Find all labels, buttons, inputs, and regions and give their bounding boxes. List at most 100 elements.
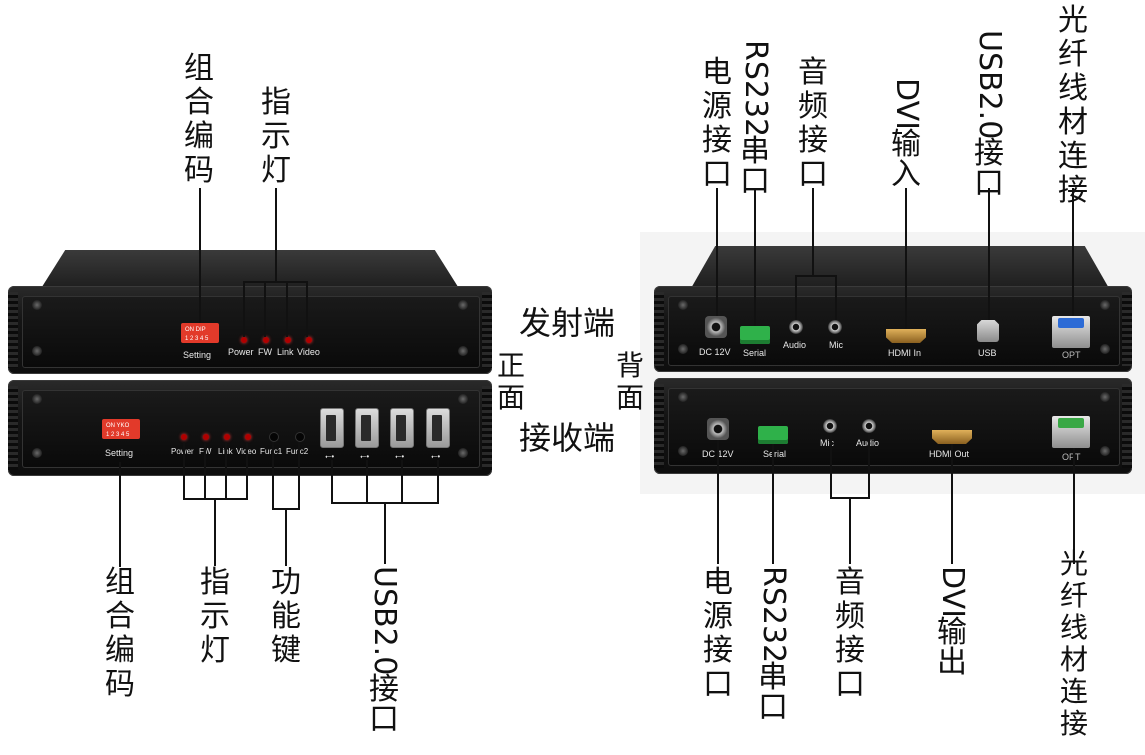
tx-led-power xyxy=(241,337,247,343)
rx-sfp-fiber-port[interactable] xyxy=(1052,416,1090,448)
tx-dc-power-jack[interactable] xyxy=(705,316,727,338)
rx-led-link xyxy=(224,434,230,440)
screw xyxy=(1100,392,1110,402)
rx-back-panel xyxy=(668,388,1120,466)
rx-front-right-fins xyxy=(482,386,492,470)
screw xyxy=(458,346,468,356)
tx-audio-label: Audio xyxy=(783,340,807,350)
callout-line xyxy=(366,460,368,504)
rx-usb-port-2[interactable] xyxy=(355,408,379,448)
callout-line xyxy=(868,433,870,499)
callout-tx-usb-latin: USB2.0 xyxy=(972,30,1007,140)
screw xyxy=(32,394,42,404)
callout-line xyxy=(286,281,288,337)
rx-func2-button[interactable] xyxy=(296,433,304,441)
usb-symbol: ⭠• xyxy=(431,452,441,461)
callout-line xyxy=(905,188,907,329)
callout-line xyxy=(243,281,307,283)
callout-line xyxy=(183,442,185,500)
tx-sfp-fiber-port[interactable] xyxy=(1052,316,1090,348)
callout-line xyxy=(264,281,266,337)
tx-back-left-fins xyxy=(654,292,664,366)
rx-back-right-fins xyxy=(1122,384,1132,468)
screw xyxy=(678,344,688,354)
tx-back-top-lid xyxy=(690,246,1110,290)
callout-line xyxy=(204,442,206,500)
callout-rx-power: 电源接口 xyxy=(703,565,733,702)
callout-tx-usb-cjk-2: 口 xyxy=(974,166,1004,202)
rx-usb-port-1[interactable] xyxy=(320,408,344,448)
tx-serial-label: Serial xyxy=(743,348,767,358)
tx-led-video xyxy=(306,337,312,343)
front-label-char-2: 面 xyxy=(496,381,525,414)
screw xyxy=(32,448,42,458)
callout-tx-rs232-cjk-2: 口 xyxy=(740,164,770,200)
screw xyxy=(678,300,688,310)
rx-audio-label: Audio xyxy=(856,438,879,448)
tx-dip-switch[interactable] xyxy=(181,323,219,343)
usb-symbol: ⭠• xyxy=(395,452,405,461)
callout-line xyxy=(243,281,245,337)
rx-dc-power-jack[interactable] xyxy=(707,418,729,440)
usb-symbol: ⭠• xyxy=(325,452,335,461)
tx-opt-label: OPT xyxy=(1062,350,1081,360)
callout-rx-fiber: 光纤线材连接 xyxy=(1059,547,1088,740)
callout-line xyxy=(331,460,333,504)
tx-led-power-label: Power xyxy=(228,347,254,357)
callout-tx-dvi-cjk-2: 入 xyxy=(891,156,921,192)
usb-symbol: ⭠• xyxy=(360,452,370,461)
screw xyxy=(678,392,688,402)
rx-serial-label: Serial xyxy=(763,449,787,459)
callout-rx-indicator: 指示灯 xyxy=(200,565,230,668)
callout-rx-audio: 音频接口 xyxy=(835,565,865,702)
tx-hdmi-in-port[interactable] xyxy=(886,329,926,343)
rx-hdmi-out-port[interactable] xyxy=(932,430,972,444)
transmitter-label: 发射端 xyxy=(519,304,616,342)
callout-line xyxy=(272,442,274,510)
tx-hdmi-label: HDMI In xyxy=(888,348,922,358)
tx-mic-label: Mic xyxy=(829,340,843,350)
rx-mic-jack[interactable] xyxy=(823,419,837,433)
tx-mic-jack[interactable] xyxy=(828,320,842,334)
callout-line xyxy=(1073,448,1075,564)
tx-sfp-lever xyxy=(1058,318,1084,328)
callout-line xyxy=(812,188,814,276)
rx-led-fw xyxy=(203,434,209,440)
rx-usb-port-3[interactable] xyxy=(390,408,414,448)
tx-front-left-fins xyxy=(8,292,18,368)
callout-line xyxy=(401,460,403,504)
rx-sfp-lever xyxy=(1058,418,1084,428)
callout-line xyxy=(384,502,386,564)
callout-tx-dip: 组合编码 xyxy=(184,51,214,188)
tx-dip-setting-label: Setting xyxy=(183,350,212,360)
callout-line xyxy=(795,275,837,277)
callout-line xyxy=(988,188,990,320)
rx-opt-label: OPT xyxy=(1062,452,1081,462)
rx-back-left-fins xyxy=(654,384,664,468)
rx-dip-switch[interactable] xyxy=(102,419,140,439)
rx-func1-button[interactable] xyxy=(270,433,278,441)
callout-line xyxy=(437,460,439,504)
screw xyxy=(32,300,42,310)
tx-audio-jack[interactable] xyxy=(789,320,803,334)
callout-line xyxy=(716,188,718,316)
callout-rx-function-keys: 功能键 xyxy=(271,565,301,668)
callout-line xyxy=(214,498,216,566)
tx-serial-terminal[interactable] xyxy=(740,326,770,344)
screw xyxy=(32,346,42,356)
tx-dip-numbers: 1 2 3 4 5 xyxy=(185,336,209,342)
tx-usb-label: USB xyxy=(978,348,997,358)
screw xyxy=(1100,446,1110,456)
callout-line xyxy=(199,188,201,323)
tx-led-link xyxy=(285,337,291,343)
rx-dip-setting-label: Setting xyxy=(105,448,134,458)
tx-usb-b-port[interactable] xyxy=(977,320,999,342)
tx-dc-label: DC 12V xyxy=(699,347,731,357)
screw xyxy=(458,394,468,404)
tx-front-right-fins xyxy=(482,292,492,368)
callout-tx-power: 电源接口 xyxy=(702,55,732,192)
rx-usb-port-4[interactable] xyxy=(426,408,450,448)
rx-audio-jack[interactable] xyxy=(862,419,876,433)
tx-front-panel xyxy=(22,296,480,368)
rx-serial-terminal[interactable] xyxy=(758,426,788,444)
